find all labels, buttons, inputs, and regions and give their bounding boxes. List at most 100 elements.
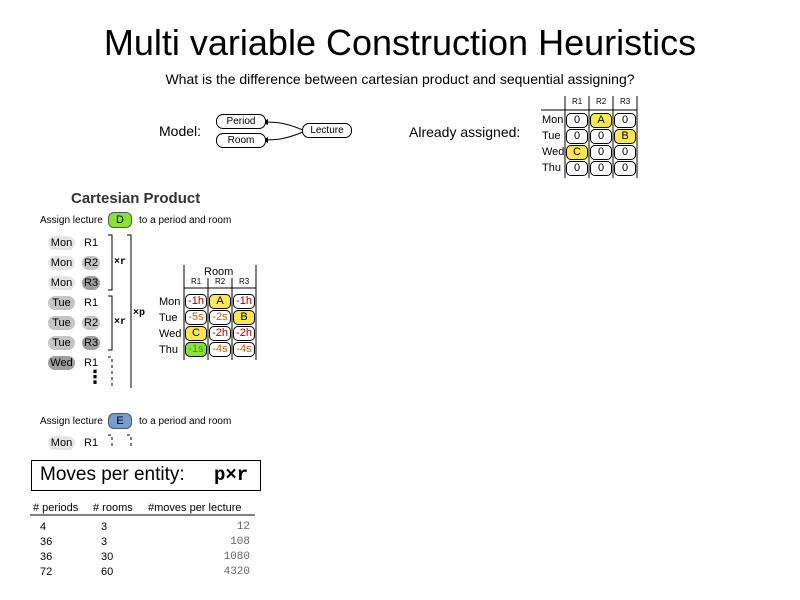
count-cell-rooms: 3 [101, 521, 108, 533]
e-move-room: R1 [84, 437, 99, 449]
already-row-wed: Wed [542, 146, 565, 158]
already-cell-b: B [614, 129, 636, 144]
already-cell: 0 [614, 161, 636, 176]
bracket-r-wed [108, 356, 113, 388]
score-header-room: Room [204, 266, 234, 278]
already-row-tue: Tue [542, 130, 561, 142]
already-col-r3: R3 [620, 97, 631, 106]
already-cell: 0 [590, 145, 612, 160]
score-row-wed: Wed [159, 328, 182, 340]
move-room: R2 [82, 256, 100, 270]
score-cell: -5s [185, 310, 207, 325]
move-room: R2 [82, 316, 100, 330]
already-row-thu: Thu [542, 162, 561, 174]
page-subtitle: What is the difference between cartesian… [165, 71, 635, 87]
score-cell: -2s [209, 310, 231, 325]
score-cell-best: -1s [185, 342, 207, 357]
score-cell-c: C [185, 326, 207, 341]
score-row-tue: Tue [159, 312, 178, 324]
assign-d-suffix: to a period and room [139, 215, 232, 226]
bracket-e-r [108, 434, 113, 447]
already-assigned-label: Already assigned: [409, 124, 521, 140]
page-title: Multi variable Construction Heuristics [103, 22, 697, 63]
lecture-node: Lecture [302, 123, 352, 138]
score-row-mon: Mon [159, 296, 181, 308]
bracket-p [127, 234, 132, 388]
assign-e-suffix: to a period and room [139, 416, 232, 427]
already-col-r1: R1 [572, 97, 583, 106]
count-header-periods: # periods [33, 502, 79, 514]
room-node: Room [216, 133, 266, 148]
lecture-to-room-arrow [261, 130, 306, 141]
cartesian-heading: Cartesian Product [71, 190, 201, 207]
more-moves-ellipsis: ⋮ [86, 367, 104, 387]
move-room: R1 [84, 237, 99, 249]
move-day: Tue [48, 316, 75, 330]
moves-per-entity-label: Moves per entity: [40, 464, 185, 485]
e-move-day: Mon [48, 436, 75, 450]
score-cell: -2h [209, 326, 231, 341]
bracket-r-mon [108, 234, 113, 291]
move-day: Mon [48, 256, 75, 270]
moves-per-entity-box: Moves per entity: p×r [31, 460, 261, 491]
count-cell-rooms: 60 [101, 566, 114, 578]
already-cell-a: A [590, 113, 612, 128]
count-cell-rooms: 3 [101, 536, 108, 548]
score-col-r2: R2 [215, 277, 226, 286]
already-cell: 0 [614, 113, 636, 128]
times-p-label: ×p [133, 308, 146, 319]
already-cell-c: C [566, 145, 588, 160]
lecture-to-period-arrow [261, 121, 306, 132]
move-day: Mon [48, 276, 75, 290]
score-cell: -4s [233, 342, 255, 357]
count-cell-rooms: 30 [101, 551, 114, 563]
times-r-label: ×r [114, 257, 127, 268]
score-cell: -2h [233, 326, 255, 341]
already-cell: 0 [614, 145, 636, 160]
move-room: R3 [82, 276, 100, 290]
times-r-label: ×r [114, 317, 127, 328]
assign-d-prefix: Assign lecture [40, 215, 103, 226]
already-cell: 0 [566, 113, 588, 128]
move-room: R3 [82, 336, 100, 350]
move-day: Wed [48, 356, 75, 370]
already-cell: 0 [566, 161, 588, 176]
score-cell: -1h [233, 294, 255, 309]
score-cell-b: B [233, 310, 255, 325]
score-cell: -4s [209, 342, 231, 357]
period-node: Period [216, 114, 266, 129]
score-row-thu: Thu [159, 344, 178, 356]
already-col-r2: R2 [596, 97, 607, 106]
already-cell: 0 [590, 161, 612, 176]
lecture-e-badge: E [108, 413, 132, 429]
already-cell: 0 [566, 129, 588, 144]
move-day: Tue [48, 296, 75, 310]
lecture-d-badge: D [108, 212, 132, 228]
move-day: Mon [48, 236, 75, 250]
count-cell-moves: 4320 [223, 566, 250, 578]
already-row-mon: Mon [542, 114, 564, 126]
count-cell-periods: 36 [40, 551, 53, 563]
score-col-r1: R1 [191, 277, 202, 286]
count-cell-periods: 72 [40, 566, 53, 578]
score-cell: -1h [185, 294, 207, 309]
count-header-moves: #moves per lecture [148, 502, 242, 514]
bracket-r-tue [108, 295, 113, 351]
score-col-r3: R3 [239, 277, 250, 286]
count-header-rooms: # rooms [93, 502, 133, 514]
assign-e-prefix: Assign lecture [40, 416, 103, 427]
moves-per-entity-formula: p×r [214, 464, 249, 486]
move-day: Tue [48, 336, 75, 350]
score-cell-a: A [209, 294, 231, 309]
count-cell-moves: 1080 [223, 551, 250, 563]
bracket-e-p [127, 434, 132, 447]
move-room: R1 [84, 297, 99, 309]
count-cell-moves: 12 [236, 521, 250, 533]
count-cell-moves: 108 [230, 536, 250, 548]
count-cell-periods: 36 [40, 536, 53, 548]
already-cell: 0 [590, 129, 612, 144]
count-cell-periods: 4 [40, 521, 47, 533]
model-label: Model: [159, 123, 202, 139]
move-room: R1 [84, 357, 99, 369]
